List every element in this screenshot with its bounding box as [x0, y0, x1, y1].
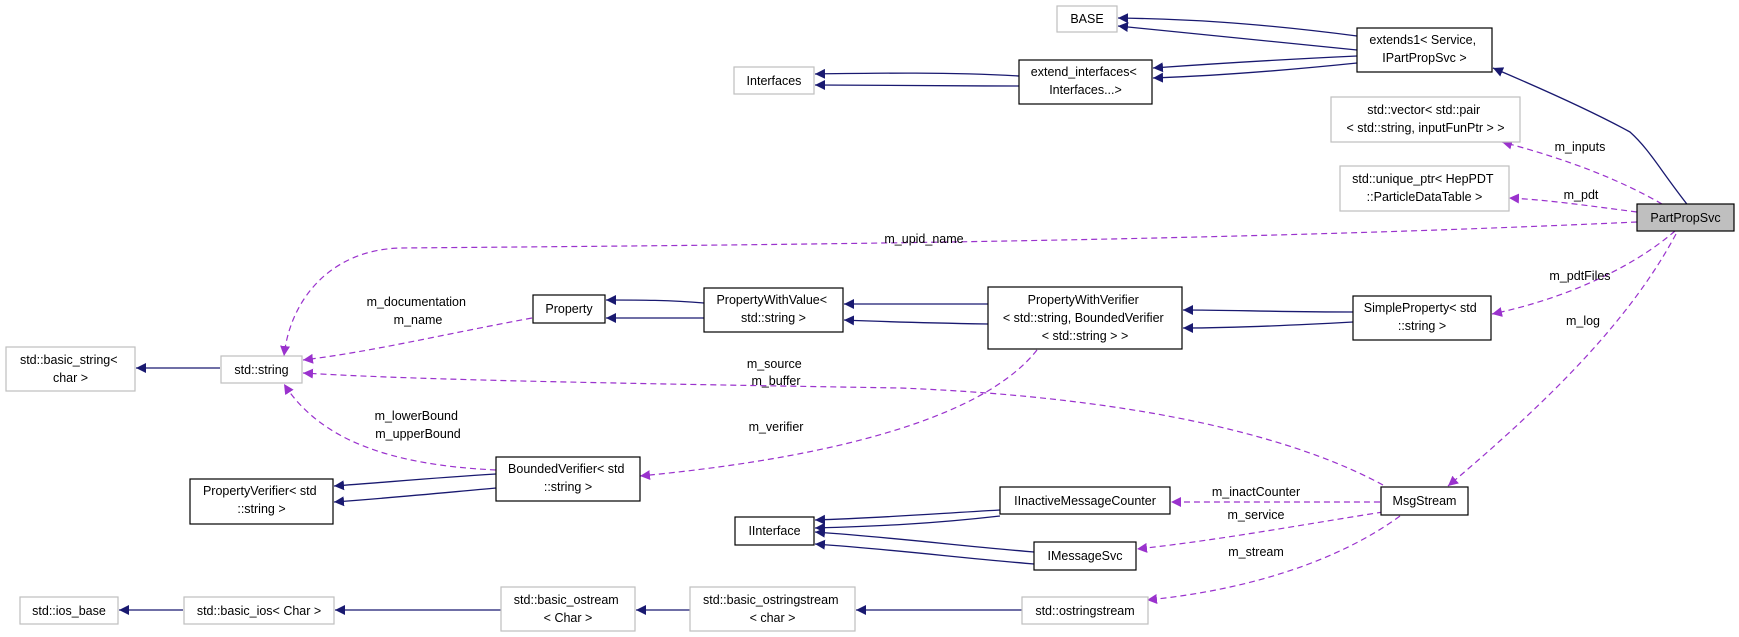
node-basic-ios[interactable]: std::basic_ios< Char >	[183, 596, 335, 625]
node-bounded-verifier[interactable]: BoundedVerifier< std ::string >	[495, 456, 641, 502]
svg-text:IInterface: IInterface	[748, 524, 800, 538]
svg-text:IMessageSvc: IMessageSvc	[1047, 549, 1122, 563]
node-ios-base[interactable]: std::ios_base	[19, 596, 119, 625]
edge-m-verifier	[639, 349, 1038, 481]
node-property-verifier[interactable]: PropertyVerifier< std ::string >	[189, 478, 334, 525]
label-m-source: m_source m_buffer	[747, 357, 805, 388]
svg-text:PropertyWithValue< std: PropertyWithValue< std::string >	[716, 293, 830, 325]
svg-text:std::ostringstream: std::ostringstream	[1035, 604, 1134, 618]
svg-text:BoundedVerifier< std :: BoundedVerifier< std ::string >	[508, 462, 628, 494]
svg-text:Interfaces: Interfaces	[747, 74, 802, 88]
label-m-pdt: m_pdt	[1564, 188, 1599, 202]
edge-bounded-verifier-to-property-verifier-2	[333, 487, 497, 507]
edge-m-documentation	[302, 317, 533, 364]
node-basic-ostringstream[interactable]: std::basic_ostringstream < char >	[689, 586, 856, 632]
svg-text:std::vector< std::pair: std::vector< std::pair < std::string, in…	[1346, 103, 1504, 135]
svg-text:Property: Property	[545, 302, 593, 316]
svg-text:IInactiveMessageCounter: IInactiveMessageCounter	[1014, 494, 1156, 508]
edge-m-source	[302, 368, 1384, 486]
svg-text:std::basic_ostream < C: std::basic_ostream < Char >	[514, 593, 622, 625]
edge-simple-property-to-verifier	[1182, 305, 1354, 316]
svg-text:std::ios_base: std::ios_base	[32, 604, 106, 618]
node-interfaces[interactable]: Interfaces	[733, 66, 815, 95]
svg-text:std::basic_string< cha: std::basic_string< char >	[20, 353, 121, 385]
svg-text:SimpleProperty< std ::: SimpleProperty< std ::string >	[1364, 301, 1480, 333]
label-m-inactcounter: m_inactCounter	[1212, 485, 1300, 499]
node-msgstream[interactable]: MsgStream	[1380, 486, 1469, 516]
edge-extends1-to-extend-interfaces-2	[1152, 62, 1358, 83]
svg-text:std::basic_ios< Char >: std::basic_ios< Char >	[197, 604, 321, 618]
node-basic-string[interactable]: std::basic_string< char >	[5, 346, 136, 392]
svg-text:PropertyVerifier< std: PropertyVerifier< std ::string >	[203, 484, 320, 516]
edge-extends1-to-extend-interfaces	[1152, 55, 1358, 73]
edge-simple-property-to-verifier-2	[1182, 321, 1354, 333]
svg-text:BASE: BASE	[1070, 12, 1103, 26]
edge-m-upid-name	[280, 221, 1638, 357]
node-simple-property[interactable]: SimpleProperty< std ::string >	[1352, 295, 1492, 341]
node-extends1[interactable]: extends1< Service, IPartPropSvc >	[1356, 27, 1493, 73]
label-m-log: m_log	[1566, 314, 1600, 328]
node-std-string[interactable]: std::string	[220, 355, 303, 384]
edge-extend-interfaces-to-interfaces	[814, 68, 1020, 79]
node-ostringstream[interactable]: std::ostringstream	[1021, 596, 1149, 625]
label-m-service: m_service	[1228, 508, 1285, 522]
edge-iinactive-to-iinterface	[814, 509, 1001, 525]
label-m-inputs: m_inputs	[1555, 140, 1606, 154]
svg-text:std::string: std::string	[234, 363, 288, 377]
node-property-with-value[interactable]: PropertyWithValue< std::string >	[703, 287, 844, 333]
node-vector-pair[interactable]: std::vector< std::pair < std::string, in…	[1330, 96, 1521, 143]
svg-text:std::unique_ptr< HepPDT: std::unique_ptr< HepPDT ::ParticleDataTa…	[1352, 172, 1497, 204]
edge-iinactive-to-iinterface-2	[814, 515, 1001, 533]
edge-bounded-verifier-to-property-verifier	[333, 473, 497, 491]
node-imessagesvc[interactable]: IMessageSvc	[1033, 541, 1137, 571]
label-m-documentation: m_documentation m_name	[367, 295, 470, 327]
edge-verifier-to-property-with-value-2	[843, 315, 989, 326]
edge-m-service	[1136, 511, 1384, 553]
svg-text:MsgStream: MsgStream	[1393, 494, 1457, 508]
node-extend-interfaces[interactable]: extend_interfaces< Interfaces...>	[1018, 59, 1153, 105]
node-property[interactable]: Property	[532, 294, 606, 324]
node-iinactive-counter[interactable]: IInactiveMessageCounter	[999, 486, 1171, 515]
node-unique-ptr[interactable]: std::unique_ptr< HepPDT ::ParticleDataTa…	[1339, 165, 1510, 212]
edge-property-with-value-to-property	[605, 295, 705, 306]
node-property-with-verifier[interactable]: PropertyWithVerifier < std::string, Boun…	[987, 286, 1183, 350]
svg-text:std::basic_ostringstream: std::basic_ostringstream < char >	[703, 593, 842, 625]
edge-imessagesvc-to-iinterface	[814, 527, 1035, 553]
node-base[interactable]: BASE	[1056, 5, 1118, 33]
edge-extends1-to-base-2	[1117, 21, 1358, 51]
label-m-pdtfiles: m_pdtFiles	[1549, 269, 1610, 283]
edge-m-log	[1447, 233, 1677, 487]
edge-m-pdtfiles	[1491, 230, 1676, 317]
edge-m-stream	[1146, 515, 1401, 605]
edge-m-pdt	[1508, 193, 1638, 213]
edge-imessagesvc-to-iinterface-2	[814, 539, 1035, 565]
label-m-lowerbound: m_lowerBound m_upperBound	[375, 409, 462, 441]
svg-text:PartPropSvc: PartPropSvc	[1650, 211, 1720, 225]
svg-text:extend_interfaces< Int: extend_interfaces< Interfaces...>	[1031, 65, 1140, 97]
node-iinterface[interactable]: IInterface	[734, 516, 815, 546]
svg-text:extends1< Service, IPa: extends1< Service, IPartPropSvc >	[1369, 33, 1479, 65]
node-basic-ostream[interactable]: std::basic_ostream < Char >	[500, 586, 636, 632]
node-partpropsvc[interactable]: PartPropSvc	[1636, 203, 1735, 232]
edge-m-lowerbound	[283, 383, 497, 471]
edge-extend-interfaces-to-interfaces-2	[814, 80, 1020, 91]
label-m-verifier: m_verifier	[749, 420, 804, 434]
label-m-stream: m_stream	[1228, 545, 1284, 559]
edge-partpropsvc-to-extends1	[1492, 67, 1691, 209]
svg-text:PropertyWithVerifier <: PropertyWithVerifier < std::string, Boun…	[1003, 293, 1167, 343]
label-m-upid-name: m_upid_name	[884, 232, 963, 246]
edge-extends1-to-base	[1117, 13, 1358, 37]
